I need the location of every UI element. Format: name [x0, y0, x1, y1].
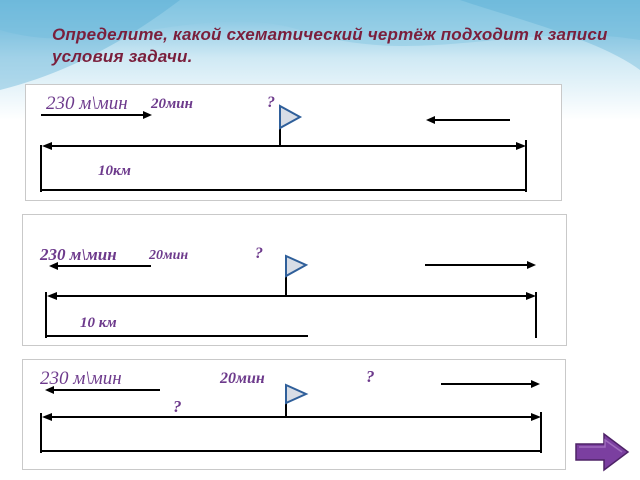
schematic-drawing	[45, 254, 537, 338]
question-label: ?	[267, 94, 275, 111]
diagram-option-3[interactable]: 230 м\мин 20мин ? ?	[22, 359, 566, 470]
schematic-drawing	[40, 104, 527, 192]
right-arrow-icon	[575, 432, 630, 472]
speed-label: 230 м\мин	[40, 368, 122, 389]
diagram-option-1[interactable]: 230 м\мин 20мин ? 10км	[25, 84, 562, 201]
speed-label: 230 м\мин	[46, 93, 128, 114]
distance-label: 10 км	[80, 315, 117, 331]
time-label: 20мин	[149, 248, 189, 263]
question-label: ?	[366, 367, 375, 386]
time-label: 20мин	[220, 370, 265, 387]
speed-label: 230 м\мин	[40, 245, 117, 264]
distance-label: ?	[173, 397, 182, 416]
task-title: Определите, какой схематический чертёж п…	[52, 25, 608, 66]
schematic-drawing	[40, 380, 542, 453]
question-label: ?	[255, 245, 263, 262]
next-slide-button[interactable]	[574, 432, 630, 472]
flag-icon	[285, 383, 309, 405]
flag-icon	[279, 104, 303, 130]
distance-label: 10км	[98, 163, 131, 179]
diagram-option-2[interactable]: 230 м\мин 20мин ? 10 км	[22, 214, 567, 346]
time-label: 20мин	[151, 96, 193, 112]
flag-icon	[285, 254, 309, 278]
